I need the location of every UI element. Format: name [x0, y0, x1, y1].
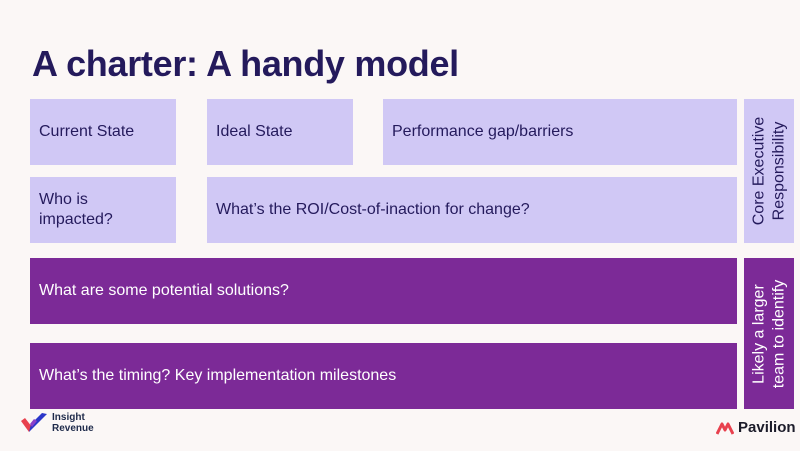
current-state-label: Current State [39, 123, 135, 140]
ideal-state-box: Ideal State [207, 99, 353, 165]
core-executive-label: Core Executive Responsibility [750, 116, 787, 226]
who-impacted-box: Who is impacted? [30, 177, 176, 243]
timing-label: What’s the timing? Key implementation mi… [39, 367, 397, 384]
solutions-box: What are some potential solutions? [30, 258, 737, 324]
timing-box: What’s the timing? Key implementation mi… [30, 343, 737, 409]
core-executive-sidebar: Core Executive Responsibility [744, 99, 794, 243]
insight-revenue-check-icon [21, 413, 47, 432]
solutions-label: What are some potential solutions? [39, 282, 289, 299]
larger-team-sidebar: Likely a larger team to identify [744, 258, 794, 409]
performance-gap-label: Performance gap/barriers [392, 123, 574, 140]
pavilion-wordmark: Pavilion [738, 419, 796, 436]
pavilion-chevron-icon [716, 422, 734, 435]
current-state-box: Current State [30, 99, 176, 165]
revenue-line: Revenue [52, 423, 94, 434]
performance-gap-box: Performance gap/barriers [383, 99, 737, 165]
roi-label: What’s the ROI/Cost-of-inaction for chan… [216, 201, 530, 218]
roi-box: What’s the ROI/Cost-of-inaction for chan… [207, 177, 737, 243]
who-impacted-label: Who is impacted? [39, 191, 113, 228]
insight-revenue-logo: Insight Revenue [20, 412, 94, 434]
larger-team-label: Likely a larger team to identify [750, 279, 787, 388]
page-title: A charter: A handy model [32, 43, 459, 84]
ideal-state-label: Ideal State [216, 123, 293, 140]
pavilion-logo: Pavilion [716, 420, 796, 435]
insight-line: Insight [52, 412, 85, 423]
